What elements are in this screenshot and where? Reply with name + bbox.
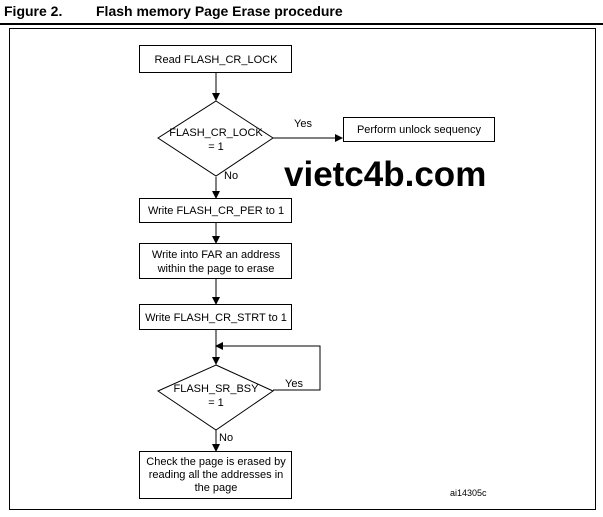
node-verify-label-1: Check the page is erased by [146, 456, 286, 468]
node-check-lock: FLASH_CR_LOCK = 1 [157, 100, 274, 177]
node-write-per-label: Write FLASH_CR_PER to 1 [148, 205, 284, 217]
caption-rule [0, 23, 603, 25]
node-read-lock: Read FLASH_CR_LOCK [139, 45, 292, 73]
edge-label-bsy-no: No [219, 432, 233, 444]
figure-caption: Figure 2. Flash memory Page Erase procedu… [4, 3, 343, 23]
node-unlock-label: Perform unlock sequency [357, 124, 482, 136]
figure-reference-id: ai14305c [450, 488, 487, 498]
figure-number: Figure 2. [4, 3, 63, 19]
figure-title: Flash memory Page Erase procedure [96, 3, 343, 19]
arrow-bsy-yes-loop [215, 342, 321, 391]
node-check-bsy-label-2: = 1 [208, 397, 224, 409]
node-write-strt-label: Write FLASH_CR_STRT to 1 [145, 312, 287, 324]
edge-label-bsy-yes: Yes [285, 378, 303, 390]
node-write-per: Write FLASH_CR_PER to 1 [139, 198, 292, 223]
node-unlock: Perform unlock sequency [343, 117, 495, 142]
node-read-lock-label: Read FLASH_CR_LOCK [155, 54, 279, 66]
node-verify: Check the page is erased by reading all … [139, 451, 292, 499]
node-verify-label-3: the page [195, 482, 238, 494]
node-verify-label-2: reading all the addresses in [149, 469, 284, 481]
connectors [212, 72, 343, 452]
figure-frame [9, 28, 596, 510]
node-check-bsy: FLASH_SR_BSY = 1 [156, 364, 275, 431]
node-write-far: Write into FAR an address within the pag… [139, 243, 292, 279]
node-write-strt: Write FLASH_CR_STRT to 1 [139, 304, 292, 330]
node-write-far-label-2: within the page to erase [157, 263, 275, 275]
edge-label-lock-yes: Yes [294, 118, 312, 130]
node-check-lock-label-2: = 1 [208, 141, 224, 153]
node-check-lock-label-1: FLASH_CR_LOCK [169, 127, 263, 139]
edge-label-lock-no: No [224, 170, 238, 182]
watermark-text: vietc4b.com [284, 155, 486, 194]
node-check-bsy-label-1: FLASH_SR_BSY [174, 383, 260, 395]
node-write-far-label-1: Write into FAR an address [152, 249, 281, 261]
